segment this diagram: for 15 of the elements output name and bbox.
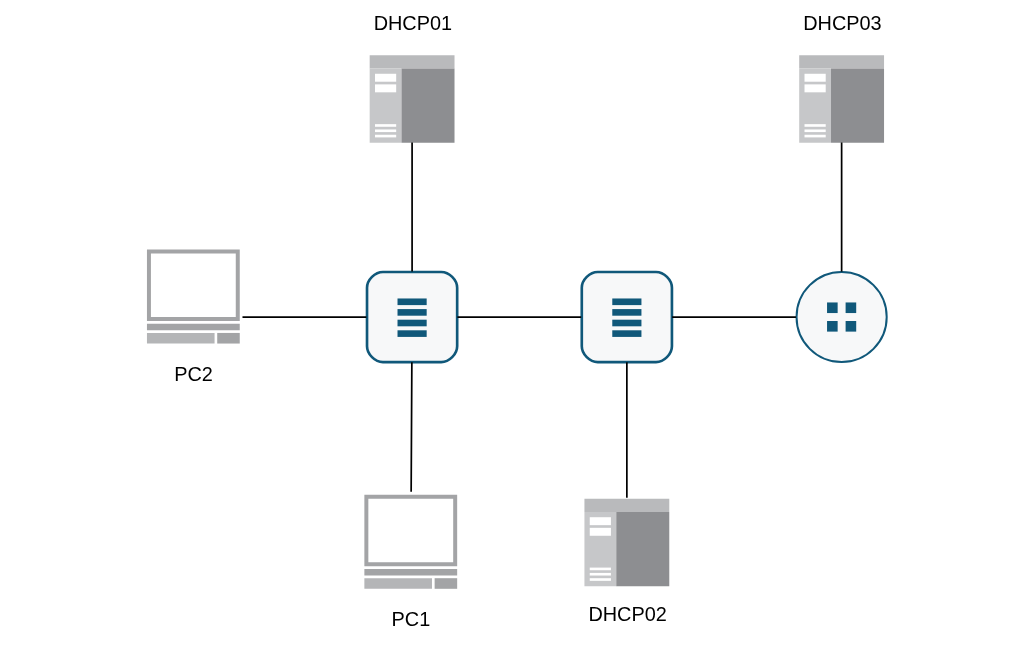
node-label: DHCP01 [373, 12, 452, 35]
node-box [365, 270, 458, 364]
connector [409, 361, 413, 493]
connector [625, 361, 628, 499]
node-label: DHCP03 [802, 12, 882, 35]
connector [840, 141, 842, 273]
node-label: PC1 [391, 607, 430, 630]
node-label: PC2 [173, 362, 213, 385]
connector [241, 316, 367, 318]
node-circle [795, 270, 888, 364]
connector [670, 316, 797, 318]
connector [456, 316, 582, 318]
node-label: DHCP02 [587, 602, 667, 625]
connector [410, 141, 413, 273]
node-box [579, 270, 673, 364]
